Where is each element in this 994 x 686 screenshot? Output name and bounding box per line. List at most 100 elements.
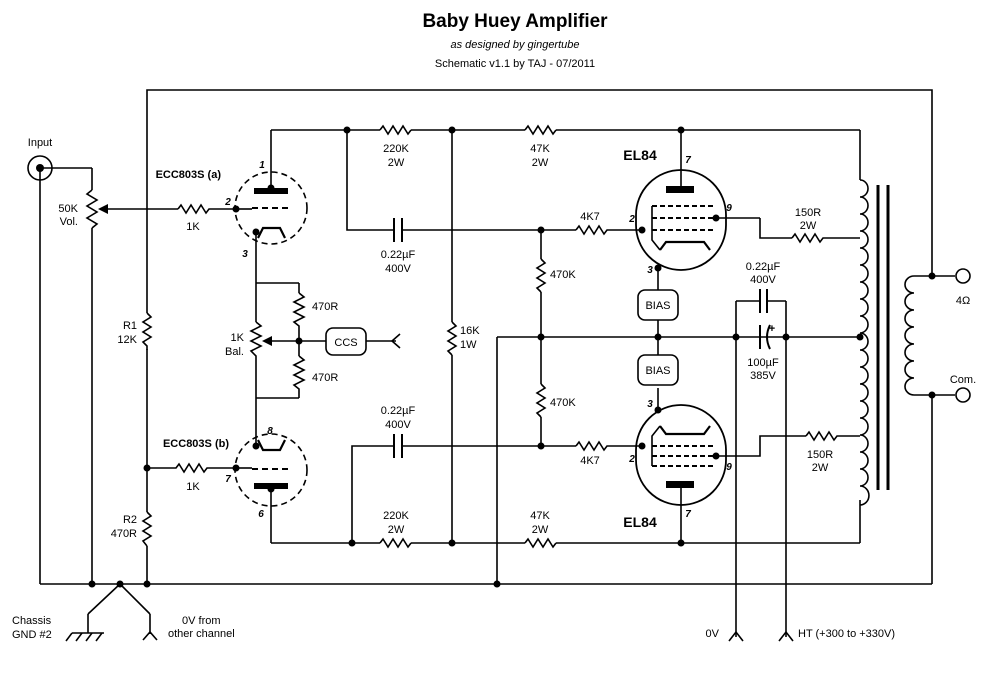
resistor-r1 bbox=[141, 312, 153, 350]
chassis-label-2: GND #2 bbox=[12, 629, 52, 641]
junction-dots bbox=[88, 126, 936, 588]
pin-el84-top-grid: 2 bbox=[628, 214, 635, 225]
r-bot-47k-value: 47K bbox=[530, 510, 550, 522]
pin-el84-bot-screen: 9 bbox=[726, 462, 732, 473]
r4k7-bot-label: 4K7 bbox=[580, 455, 600, 467]
r-in-b-label: 1K bbox=[186, 481, 200, 493]
out-com-label: Com. bbox=[950, 374, 976, 386]
r-bot-220k-power: 2W bbox=[388, 524, 405, 536]
r-top-220k-value: 220K bbox=[383, 143, 409, 155]
supply-terminals bbox=[728, 630, 794, 642]
tube-a-label: ECC803S (a) bbox=[156, 169, 222, 181]
el84-bot-label: EL84 bbox=[623, 514, 657, 530]
zero-v-label: 0V bbox=[706, 628, 720, 640]
grid-leak-resistors bbox=[496, 230, 860, 584]
pin-el84-bot-plate: 7 bbox=[685, 509, 691, 520]
schematic-subtitle: as designed by gingertube bbox=[450, 39, 579, 51]
c-film-value: 0.22µF bbox=[746, 261, 781, 273]
triode-ecc803s-b bbox=[234, 398, 308, 543]
pin-a-plate: 1 bbox=[259, 160, 265, 171]
r16k-value: 16K bbox=[460, 325, 480, 337]
zero-v-from-label-2: other channel bbox=[168, 628, 235, 640]
grid-resistor-b bbox=[147, 462, 236, 474]
bias-block-top bbox=[637, 289, 679, 337]
r470k-bot-label: 470K bbox=[550, 397, 576, 409]
r1-name: R1 bbox=[123, 320, 137, 332]
pin-b-plate: 6 bbox=[258, 509, 264, 520]
r4k7-top-label: 4K7 bbox=[580, 211, 600, 223]
c-elec-voltage: 385V bbox=[750, 370, 776, 382]
resistor-r2 bbox=[141, 511, 153, 547]
ccs-block bbox=[325, 327, 401, 356]
r-top-220k-power: 2W bbox=[388, 157, 405, 169]
pin-el84-top-plate: 7 bbox=[685, 155, 691, 166]
tube-b-label: ECC803S (b) bbox=[163, 438, 229, 450]
ccs-label: CCS bbox=[334, 337, 357, 349]
pin-el84-bot-cathode: 3 bbox=[647, 399, 653, 410]
input-label: Input bbox=[28, 137, 52, 149]
pin-b-cathode: 8 bbox=[267, 426, 273, 437]
r-bot-220k-value: 220K bbox=[383, 510, 409, 522]
r150-top-value: 150R bbox=[795, 207, 821, 219]
grid-stopper-top bbox=[575, 224, 642, 236]
out-4ohm-label: 4Ω bbox=[956, 295, 970, 307]
c-top-voltage: 400V bbox=[385, 263, 411, 275]
screen-resistor-top bbox=[759, 218, 860, 244]
c-bot-voltage: 400V bbox=[385, 419, 411, 431]
c-elec-value: 100µF bbox=[747, 357, 779, 369]
r2-value: 470R bbox=[111, 528, 137, 540]
r150-top-power: 2W bbox=[800, 220, 817, 232]
el84-top-label: EL84 bbox=[623, 147, 657, 163]
chassis-label-1: Chassis bbox=[12, 615, 52, 627]
c-bot-value: 0.22µF bbox=[381, 405, 416, 417]
input-jack bbox=[27, 155, 92, 584]
zero-v-from-label-1: 0V from bbox=[182, 615, 221, 627]
pin-el84-top-cathode: 3 bbox=[647, 265, 653, 276]
bottom-rail bbox=[271, 500, 861, 549]
supply-capacitors bbox=[732, 289, 790, 637]
chassis-ground-symbol bbox=[65, 583, 158, 642]
bal-name: Bal. bbox=[225, 346, 244, 358]
pin-a-cathode: 3 bbox=[242, 249, 248, 260]
pin-el84-bot-grid: 2 bbox=[628, 454, 635, 465]
pentode-el84-bottom bbox=[635, 388, 806, 543]
r150-bot-value: 150R bbox=[807, 449, 833, 461]
bal-r-bot-label: 470R bbox=[312, 372, 338, 384]
grid-resistor-a bbox=[177, 203, 236, 215]
r470k-top-label: 470K bbox=[550, 269, 576, 281]
screen-resistor-bottom bbox=[805, 430, 860, 442]
schematic-title: Baby Huey Amplifier bbox=[422, 11, 608, 32]
triode-ecc803s-a bbox=[234, 130, 308, 283]
vol-value: 50K bbox=[58, 203, 78, 215]
vol-name: Vol. bbox=[60, 216, 78, 228]
volume-potentiometer bbox=[85, 168, 178, 584]
pin-a-grid: 2 bbox=[224, 197, 231, 208]
r150-bot-power: 2W bbox=[812, 462, 829, 474]
c-film-voltage: 400V bbox=[750, 274, 776, 286]
r2-name: R2 bbox=[123, 514, 137, 526]
bal-r-top-label: 470R bbox=[312, 301, 338, 313]
output-transformer bbox=[859, 179, 971, 506]
r-bot-47k-power: 2W bbox=[532, 524, 549, 536]
r-top-47k-value: 47K bbox=[530, 143, 550, 155]
c-top-value: 0.22µF bbox=[381, 249, 416, 261]
bias-block-bottom bbox=[637, 337, 679, 386]
r16k-power: 1W bbox=[460, 339, 477, 351]
bias-top-label: BIAS bbox=[645, 300, 670, 312]
r-top-47k-power: 2W bbox=[532, 157, 549, 169]
top-rail bbox=[271, 124, 861, 180]
bal-value: 1K bbox=[231, 332, 245, 344]
coupling-capacitor-bottom bbox=[351, 434, 576, 543]
r-in-a-label: 1K bbox=[186, 221, 200, 233]
c-elec-plus: + bbox=[769, 323, 775, 335]
pentode-el84-top bbox=[635, 130, 760, 290]
pin-b-grid: 7 bbox=[225, 474, 231, 485]
bias-bot-label: BIAS bbox=[645, 365, 670, 377]
grid-stopper-bottom bbox=[575, 440, 642, 452]
ground-rail bbox=[40, 89, 933, 585]
schematic-revision: Schematic v1.1 by TAJ - 07/2011 bbox=[435, 58, 595, 70]
r1-value: 12K bbox=[117, 334, 137, 346]
pin-el84-top-screen: 9 bbox=[726, 203, 732, 214]
coupling-capacitor-top bbox=[346, 130, 576, 242]
